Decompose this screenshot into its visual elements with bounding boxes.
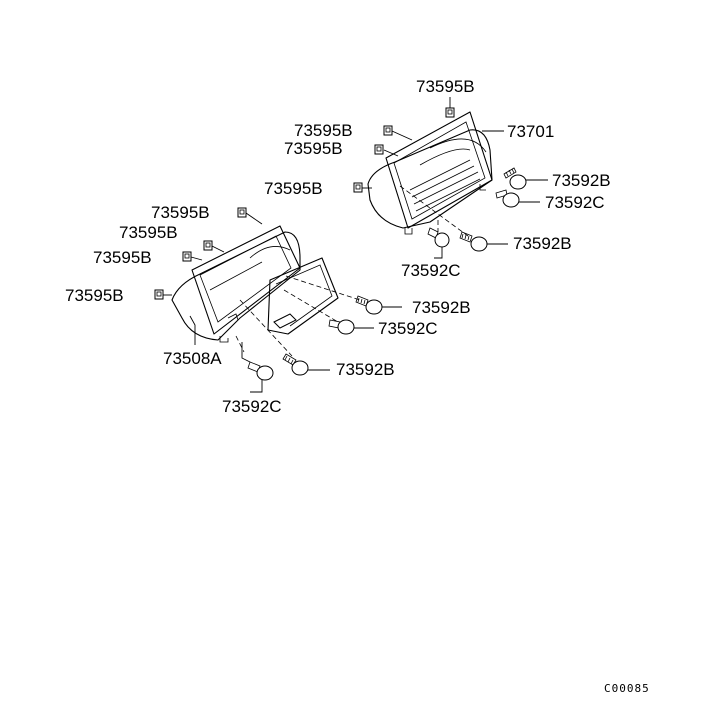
label-upper-clip-3: 73595B [264, 179, 323, 198]
label-lower-clip-1: 73595B [151, 203, 210, 222]
label-upper-screw-c1: 73592C [545, 193, 605, 212]
upper-screw-c1 [495, 189, 520, 208]
upper-clip-top [445, 107, 455, 118]
label-upper-box: 73701 [507, 122, 554, 141]
label-lower-screw-c2: 73592C [222, 397, 282, 416]
lower-glove-box [171, 225, 361, 357]
label-lower-clip-2: 73595B [119, 223, 178, 242]
lower-screw-b1 [355, 295, 383, 315]
upper-screw-c2 [427, 227, 450, 248]
label-lower-box: 73508A [163, 349, 222, 368]
upper-glove-box [367, 111, 493, 237]
upper-screw-b1 [503, 167, 527, 190]
lower-screw-b2 [282, 353, 309, 376]
label-lower-clip-3: 73595B [93, 248, 152, 267]
upper-clip-3 [353, 182, 363, 193]
label-upper-clip-1: 73595B [294, 121, 353, 140]
diagram-code: C00085 [604, 682, 650, 695]
upper-clip-1 [383, 125, 393, 136]
lower-screw-c1 [328, 319, 355, 335]
label-upper-clip-2: 73595B [284, 139, 343, 158]
lower-screw-c2 [247, 361, 274, 381]
label-upper-screw-b1: 73592B [552, 171, 611, 190]
label-lower-screw-c1: 73592C [378, 319, 438, 338]
label-lower-screw-b1: 73592B [412, 298, 471, 317]
lower-clip-1 [237, 207, 247, 218]
upper-screw-b2 [459, 231, 488, 252]
lower-clip-4 [154, 289, 164, 300]
label-lower-clip-4: 73595B [65, 286, 124, 305]
label-upper-clip-top: 73595B [416, 77, 475, 96]
lower-clip-2 [203, 240, 213, 251]
upper-clip-2 [374, 144, 384, 155]
label-lower-screw-b2: 73592B [336, 360, 395, 379]
label-upper-screw-b2: 73592B [513, 234, 572, 253]
label-upper-screw-c2: 73592C [401, 261, 461, 280]
lower-clip-3 [182, 251, 192, 262]
